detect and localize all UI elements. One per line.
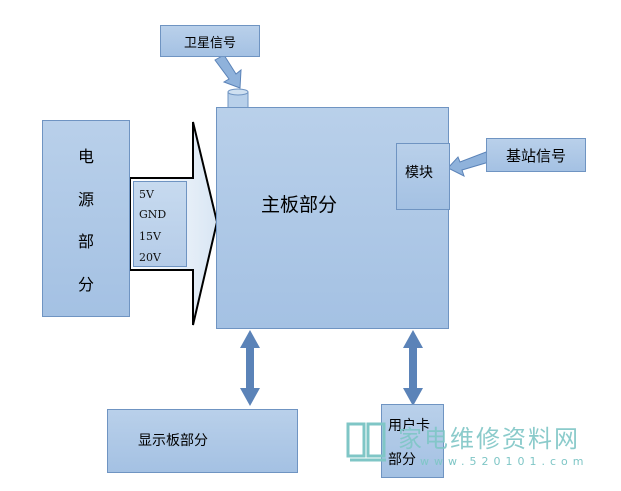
base-station-label: 基站信号 [505, 147, 566, 165]
satellite-signal-label: 卫星信号 [183, 36, 236, 51]
power-block: 电 源 部 分 [42, 120, 130, 317]
power-char-2: 源 [77, 190, 94, 209]
user-card-label: 用户卡部分 [388, 418, 430, 468]
display-board-label: 显示板部分 [138, 433, 208, 449]
module-label: 模块 [405, 165, 433, 181]
voltage-gnd: GND [139, 208, 167, 221]
power-char-1: 电 [77, 147, 94, 166]
voltage-20v: 20V [139, 251, 161, 264]
satellite-arrow [214, 54, 242, 89]
voltage-15v: 15V [139, 230, 161, 243]
display-board-block: 显示板部分 [107, 409, 298, 473]
satellite-antenna [227, 88, 249, 109]
module-block: 模块 [396, 143, 450, 210]
base-station-box: 基站信号 [486, 138, 586, 172]
card-double-arrow [403, 330, 423, 406]
watermark-url: www.520101.com [420, 455, 589, 468]
user-card-block: 用户卡部分 [381, 404, 444, 478]
power-char-4: 分 [77, 275, 94, 294]
voltage-5v: 5V [139, 188, 154, 201]
mainboard-label: 主板部分 [261, 194, 338, 216]
power-char-3: 部 [77, 232, 94, 251]
display-double-arrow [240, 330, 260, 406]
satellite-signal-box: 卫星信号 [160, 25, 260, 57]
voltage-panel [133, 181, 187, 267]
watermark-title: 家电维修资料网 [398, 425, 580, 453]
watermark-logo-icon [346, 422, 386, 462]
mainboard-block: 主板部分 [216, 107, 449, 329]
base-station-arrow [447, 151, 490, 177]
